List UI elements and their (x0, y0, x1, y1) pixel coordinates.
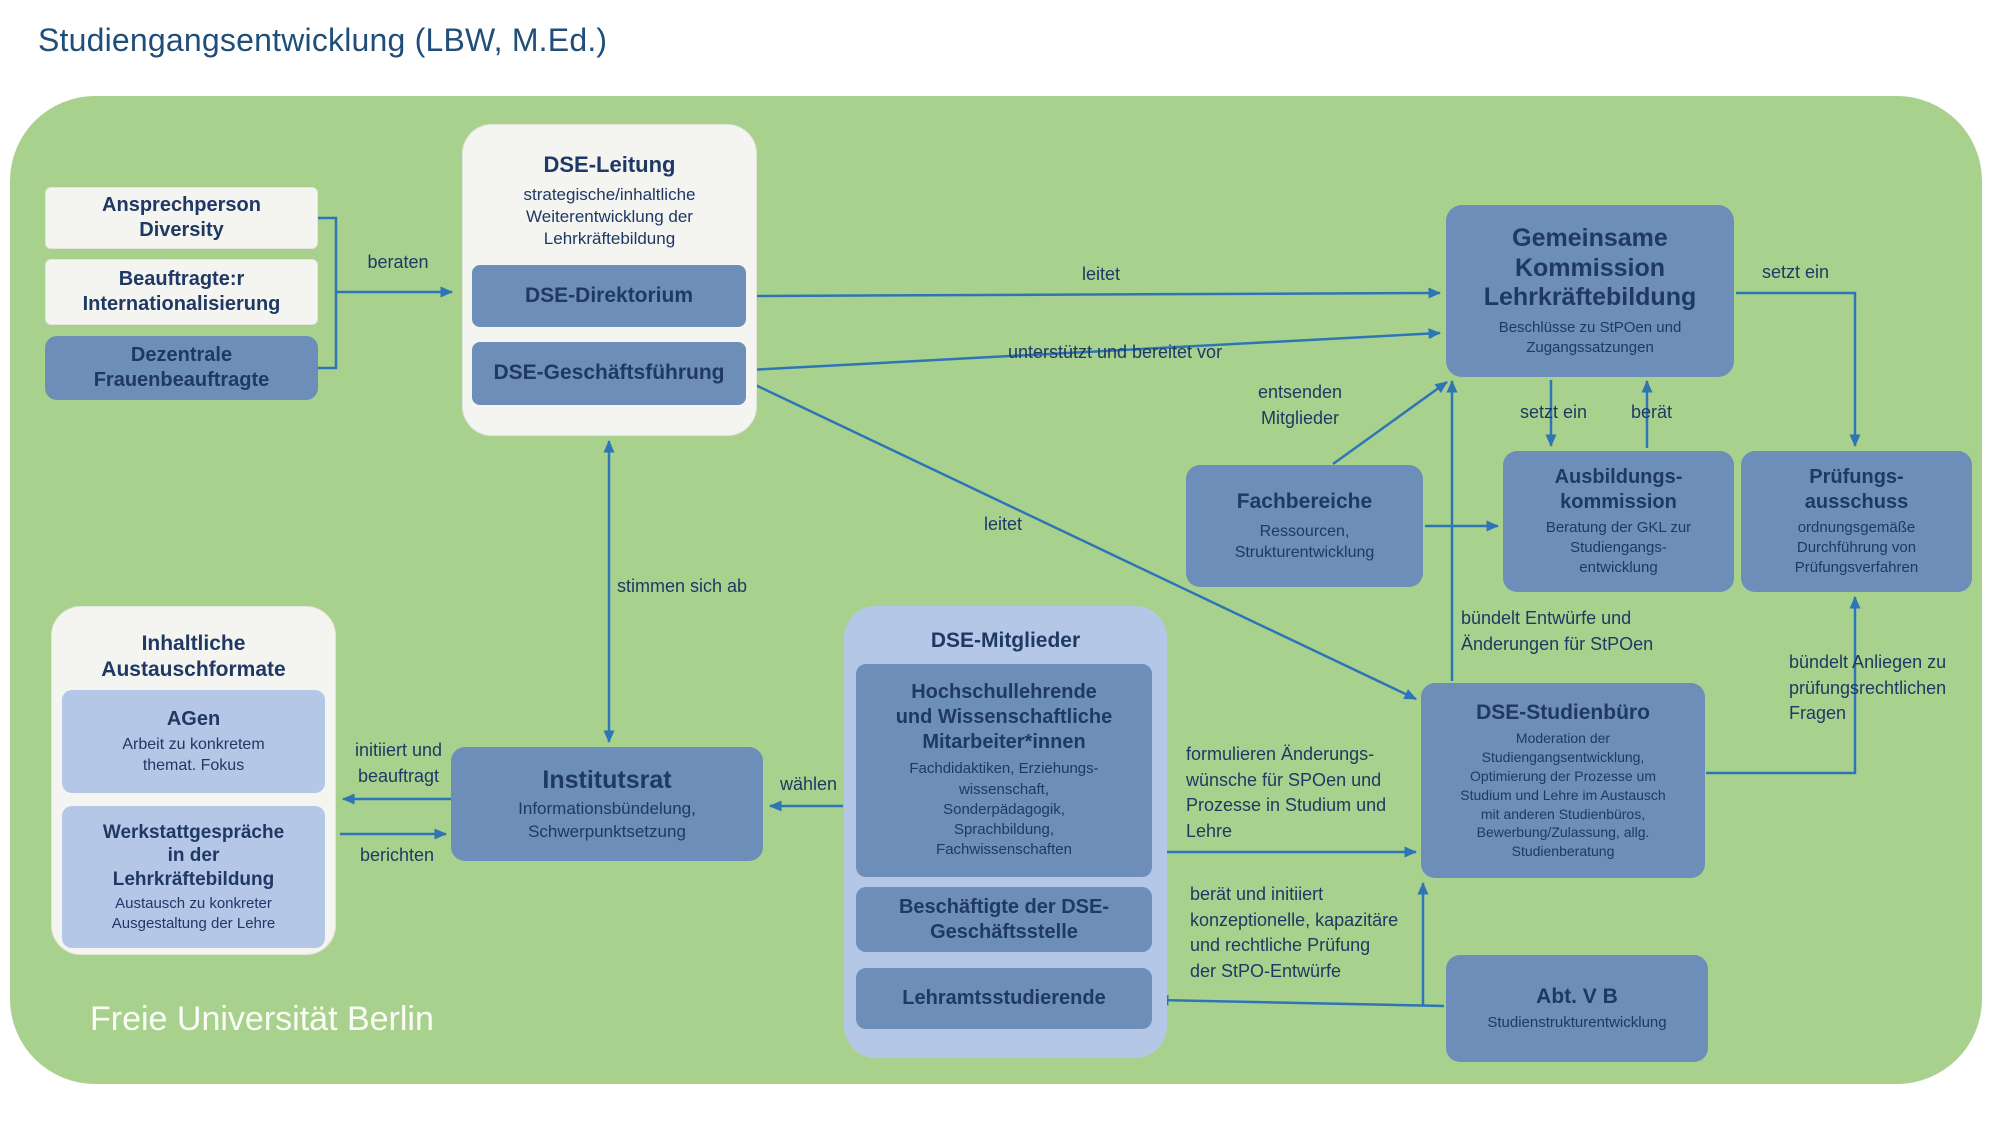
hochschullehrende-box: Hochschullehrende und Wissenschaftliche … (856, 664, 1152, 877)
dse-leitung-subtitle: strategische/inhaltliche Weiterentwicklu… (523, 184, 696, 249)
dezentrale-frauenbeauftragte-box: Dezentrale Frauenbeauftragte (45, 336, 318, 400)
pruefungsausschuss-title: Prüfungs- ausschuss (1804, 466, 1909, 514)
dse-leitung-title: DSE-Leitung (543, 152, 676, 177)
edge-abtvb-studierende (1156, 994, 1445, 1008)
ausbildungskommission-subtitle: Beratung der GKL zur Studiengangs- entwi… (1545, 519, 1692, 576)
dse-studienbuero-subtitle: Moderation der Studiengangsentwicklung, … (1460, 730, 1666, 860)
gemeinsame-kommission-box: Gemeinsame Kommission Lehrkräftebildung … (1446, 205, 1734, 377)
page-title: Studiengangsentwicklung (LBW, M.Ed.) (38, 22, 608, 58)
ansprechperson-diversity-box: Ansprechperson Diversity (45, 187, 318, 249)
edge-label-entsenden-mitglieder: entsenden Mitglieder (1257, 382, 1343, 428)
institutsrat-box: Institutsrat Informationsbündelung, Schw… (451, 747, 763, 861)
dse-studienbuero-title: DSE-Studienbüro (1476, 700, 1650, 724)
beauftragte-internationalisierung-label: Beauftragte:r Internationalisierung (82, 268, 281, 315)
dse-geschaeftsfuehrung-box: DSE-Geschäftsführung (472, 342, 746, 405)
edge-entsenden (1332, 380, 1448, 466)
ausbildungskommission-title: Ausbildungs- kommission (1554, 466, 1683, 514)
edge-label-beraet-und-initiiert: berät und initiiert konzeptionelle, kapa… (1190, 884, 1399, 981)
gkl-title: Gemeinsame Kommission Lehrkräftebildung (1483, 224, 1697, 312)
beschaeftigte-box: Beschäftigte der DSE- Geschäftsstelle (856, 887, 1152, 952)
institutsrat-title: Institutsrat (542, 765, 672, 794)
edge-beraten-bracket (318, 216, 338, 370)
werkstattgespraeche-subtitle: Austausch zu konkreter Ausgestaltung der… (111, 894, 276, 932)
abt-vb-box: Abt. V B Studienstrukturentwicklung (1446, 955, 1708, 1062)
edge-label-waehlen: wählen (779, 774, 838, 794)
werkstattgespraeche-title: Werkstattgespräche in der Lehrkräftebild… (102, 821, 285, 891)
edge-unterstuetzt (748, 328, 1441, 372)
gkl-subtitle: Beschlüsse zu StPOen und Zugangssatzunge… (1498, 318, 1682, 356)
hochschullehrende-title: Hochschullehrende und Wissenschaftliche … (895, 681, 1113, 754)
edge-label-unterstuetzt: unterstützt und bereitet vor (1007, 342, 1223, 362)
edge-label-formulieren-aenderungswuensche: formulieren Änderungs- wünsche für SPOen… (1186, 744, 1387, 841)
fachbereiche-title: Fachbereiche (1236, 490, 1373, 514)
werkstattgespraeche-box: Werkstattgespräche in der Lehrkräftebild… (62, 806, 325, 948)
edge-label-stimmen-sich-ab: stimmen sich ab (617, 576, 748, 596)
edge-label-beraten: beraten (367, 252, 429, 272)
beschaeftigte-label: Beschäftigte der DSE- Geschäftsstelle (898, 895, 1110, 943)
abt-vb-subtitle: Studienstrukturentwicklung (1487, 1013, 1667, 1031)
edge-leitet-unten (748, 380, 1417, 701)
pruefungsausschuss-subtitle: ordnungsgemäße Durchführung von Prüfungs… (1794, 519, 1919, 576)
fachbereiche-box: Fachbereiche Ressourcen, Strukturentwick… (1186, 465, 1423, 587)
edge-label-beraet: berät (1630, 402, 1673, 422)
dse-direktorium-box: DSE-Direktorium (472, 265, 746, 327)
edge-label-leitet-top: leitet (1081, 264, 1121, 284)
agen-box: AGen Arbeit zu konkretem themat. Fokus (62, 690, 325, 793)
dse-direktorium-label: DSE-Direktorium (524, 283, 694, 307)
university-name: Freie Universität Berlin (90, 1000, 434, 1038)
ausbildungskommission-box: Ausbildungs- kommission Beratung der GKL… (1503, 451, 1734, 592)
edge-setzt-ein-right (1736, 291, 1861, 448)
edge-label-setzt-ein-right: setzt ein (1761, 262, 1830, 282)
dse-geschaeftsfuehrung-label: DSE-Geschäftsführung (493, 361, 725, 385)
agen-subtitle: Arbeit zu konkretem themat. Fokus (122, 735, 265, 774)
abt-vb-title: Abt. V B (1536, 985, 1618, 1009)
edge-label-buendelt-entwuerfe: bündelt Entwürfe und Änderungen für StPO… (1461, 608, 1654, 654)
edge-buendelt-anliegen (1706, 595, 1861, 775)
edge-label-setzt-ein-mid: setzt ein (1519, 402, 1588, 422)
ansprechperson-diversity-label: Ansprechperson Diversity (102, 194, 261, 241)
beauftragte-internationalisierung-box: Beauftragte:r Internationalisierung (45, 259, 318, 325)
edge-label-buendelt-anliegen: bündelt Anliegen zu prüfungsrechtlichen … (1789, 652, 1947, 724)
austauschformate-title: Inhaltliche Austauschformate (101, 632, 286, 682)
dse-studienbuero-box: DSE-Studienbüro Moderation der Studienga… (1421, 683, 1705, 878)
dezentrale-frauenbeauftragte-label: Dezentrale Frauenbeauftragte (93, 344, 270, 391)
pruefungsausschuss-box: Prüfungs- ausschuss ordnungsgemäße Durch… (1741, 451, 1972, 592)
fachbereiche-subtitle: Ressourcen, Strukturentwicklung (1234, 522, 1375, 561)
hochschullehrende-subtitle: Fachdidaktiken, Erziehungs- wissenschaft… (909, 760, 1099, 859)
edge-leitet-top (748, 287, 1441, 299)
institutsrat-subtitle: Informationsbündelung, Schwerpunktsetzun… (518, 799, 696, 841)
lehramtsstudierende-label: Lehramtsstudierende (902, 987, 1106, 1009)
lehramtsstudierende-box: Lehramtsstudierende (856, 968, 1152, 1029)
edge-label-berichten: berichten (359, 845, 435, 865)
agen-title: AGen (166, 707, 221, 730)
edge-label-initiiert-und-beauftragt: initiiert und beauftragt (354, 740, 443, 786)
edge-label-leitet-unten: leitet (983, 514, 1023, 534)
dse-mitglieder-title: DSE-Mitglieder (930, 629, 1081, 652)
